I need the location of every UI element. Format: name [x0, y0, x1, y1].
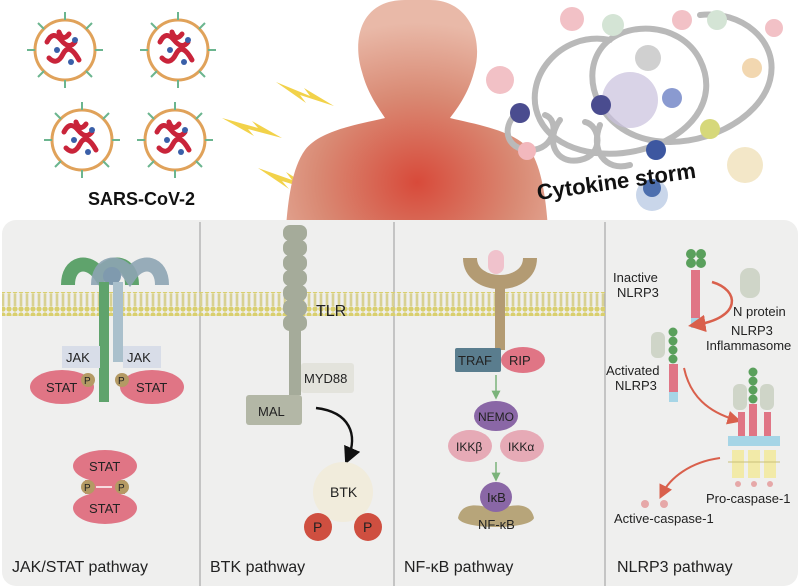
- btk-panel: TLR MYD88 MAL BTK P P BTK pathway: [210, 225, 382, 576]
- pro-caspase-label: Pro-caspase-1: [706, 491, 791, 506]
- phospho-right: [115, 373, 129, 387]
- jak-stat-panel: JAK JAK STAT STAT P P STAT STAT P P JAK/…: [12, 257, 184, 576]
- myd88-box: [301, 363, 354, 393]
- activated-nlrp3: [651, 327, 678, 402]
- btk-phospho-right: [354, 513, 382, 541]
- tlr-stem: [289, 330, 301, 395]
- assembly-arrow: [683, 367, 742, 425]
- virus-particle: [27, 12, 103, 88]
- ikb-label: IκB: [487, 490, 506, 505]
- traf-label: TRAF: [458, 353, 492, 368]
- ligand: [103, 267, 121, 285]
- btk-node: [313, 462, 373, 522]
- virus-particle: [137, 102, 213, 178]
- activation-arrow: [688, 280, 734, 333]
- stat-right: [120, 370, 184, 404]
- phospho-dimer-left-label: P: [84, 483, 91, 494]
- btk-title: BTK pathway: [210, 559, 305, 576]
- tlr-label: TLR: [316, 303, 346, 320]
- nfkb-receptor: [463, 256, 537, 289]
- mal-label: MAL: [258, 404, 285, 419]
- n-protein-icon: [740, 268, 760, 298]
- nlrp3-title: NLRP3 pathway: [617, 559, 733, 576]
- stat-right-label: STAT: [136, 380, 167, 395]
- cleavage-arrow: [659, 457, 721, 500]
- stat-dimer-bottom-label: STAT: [89, 501, 120, 516]
- rip-label: RIP: [509, 353, 531, 368]
- btk-label: BTK: [330, 484, 358, 500]
- phospho-left: [81, 373, 95, 387]
- nemo-label: NEMO: [478, 410, 514, 424]
- activated-label-2: NLRP3: [615, 378, 657, 393]
- myd88-label: MYD88: [304, 371, 347, 386]
- virus-group: [27, 12, 216, 178]
- nemo-node: [474, 401, 518, 431]
- phospho-dimer-right-label: P: [118, 483, 125, 494]
- ikka-body: [500, 430, 544, 462]
- inactive-label-2: NLRP3: [617, 285, 659, 300]
- virus-particle: [140, 12, 216, 88]
- ikka-label: IKKα: [508, 440, 534, 454]
- jak-stat-title: JAK/STAT pathway: [12, 559, 148, 576]
- btk-phospho-left: [304, 513, 332, 541]
- ikb-node: [480, 482, 512, 512]
- nfkb-receptor-stem: [495, 288, 505, 350]
- inflammasome-label-2: Inflammasome: [706, 338, 791, 353]
- inactive-label-1: Inactive: [613, 270, 658, 285]
- receptor-green-stem: [99, 282, 109, 402]
- mal-box: [246, 395, 302, 425]
- btk-phospho-right-label: P: [363, 519, 372, 535]
- nfkb-panel: TRAF RIP NEMO IKKβ IKKα IκB NF-κB NF-κB …: [404, 250, 545, 576]
- nfkb-ligand: [488, 250, 504, 274]
- nfkb-complex: [458, 505, 534, 527]
- btk-phospho-left-label: P: [313, 519, 322, 535]
- phospho-dimer-left: [81, 480, 95, 494]
- stat-left-label: STAT: [46, 380, 77, 395]
- jak-left-label: JAK: [66, 350, 90, 365]
- rip-node: [501, 347, 545, 373]
- human-silhouette-icon: [286, 0, 548, 228]
- active-caspase-dot: [660, 500, 668, 508]
- phospho-left-label: P: [84, 376, 91, 387]
- stat-left: [30, 370, 94, 404]
- cytokine-storm-graphic: [486, 7, 783, 211]
- jak-right: [123, 346, 161, 368]
- nfkb-label: NF-κB: [478, 517, 515, 532]
- activated-label-1: Activated: [606, 363, 659, 378]
- receptor-blue: [91, 257, 169, 288]
- phospho-right-label: P: [118, 376, 125, 387]
- nlrp3-panel: Inactive NLRP3 N protein Activated NLRP3…: [606, 249, 791, 576]
- jak-right-label: JAK: [127, 350, 151, 365]
- virus-particle: [44, 102, 120, 178]
- jak-left: [62, 346, 100, 368]
- inflammasome-label-1: NLRP3: [731, 323, 773, 338]
- traf-box: [455, 348, 501, 372]
- n-protein-label: N protein: [733, 304, 786, 319]
- stat-dimer-top: [73, 450, 137, 482]
- inflammasome-complex: [728, 367, 780, 487]
- receptor-blue-stem: [113, 282, 123, 362]
- virus-label: SARS-CoV-2: [88, 189, 195, 209]
- ikkb-label: IKKβ: [456, 440, 482, 454]
- ikkb-body: [448, 430, 492, 462]
- tlr-receptor: [283, 225, 307, 331]
- nfkb-title: NF-κB pathway: [404, 559, 513, 576]
- stat-dimer-bottom: [73, 492, 137, 524]
- stat-dimer-top-label: STAT: [89, 459, 120, 474]
- active-caspase-label: Active-caspase-1: [614, 511, 714, 526]
- phospho-dimer-right: [115, 480, 129, 494]
- active-caspase-dot: [641, 500, 649, 508]
- btk-arrow: [315, 406, 361, 465]
